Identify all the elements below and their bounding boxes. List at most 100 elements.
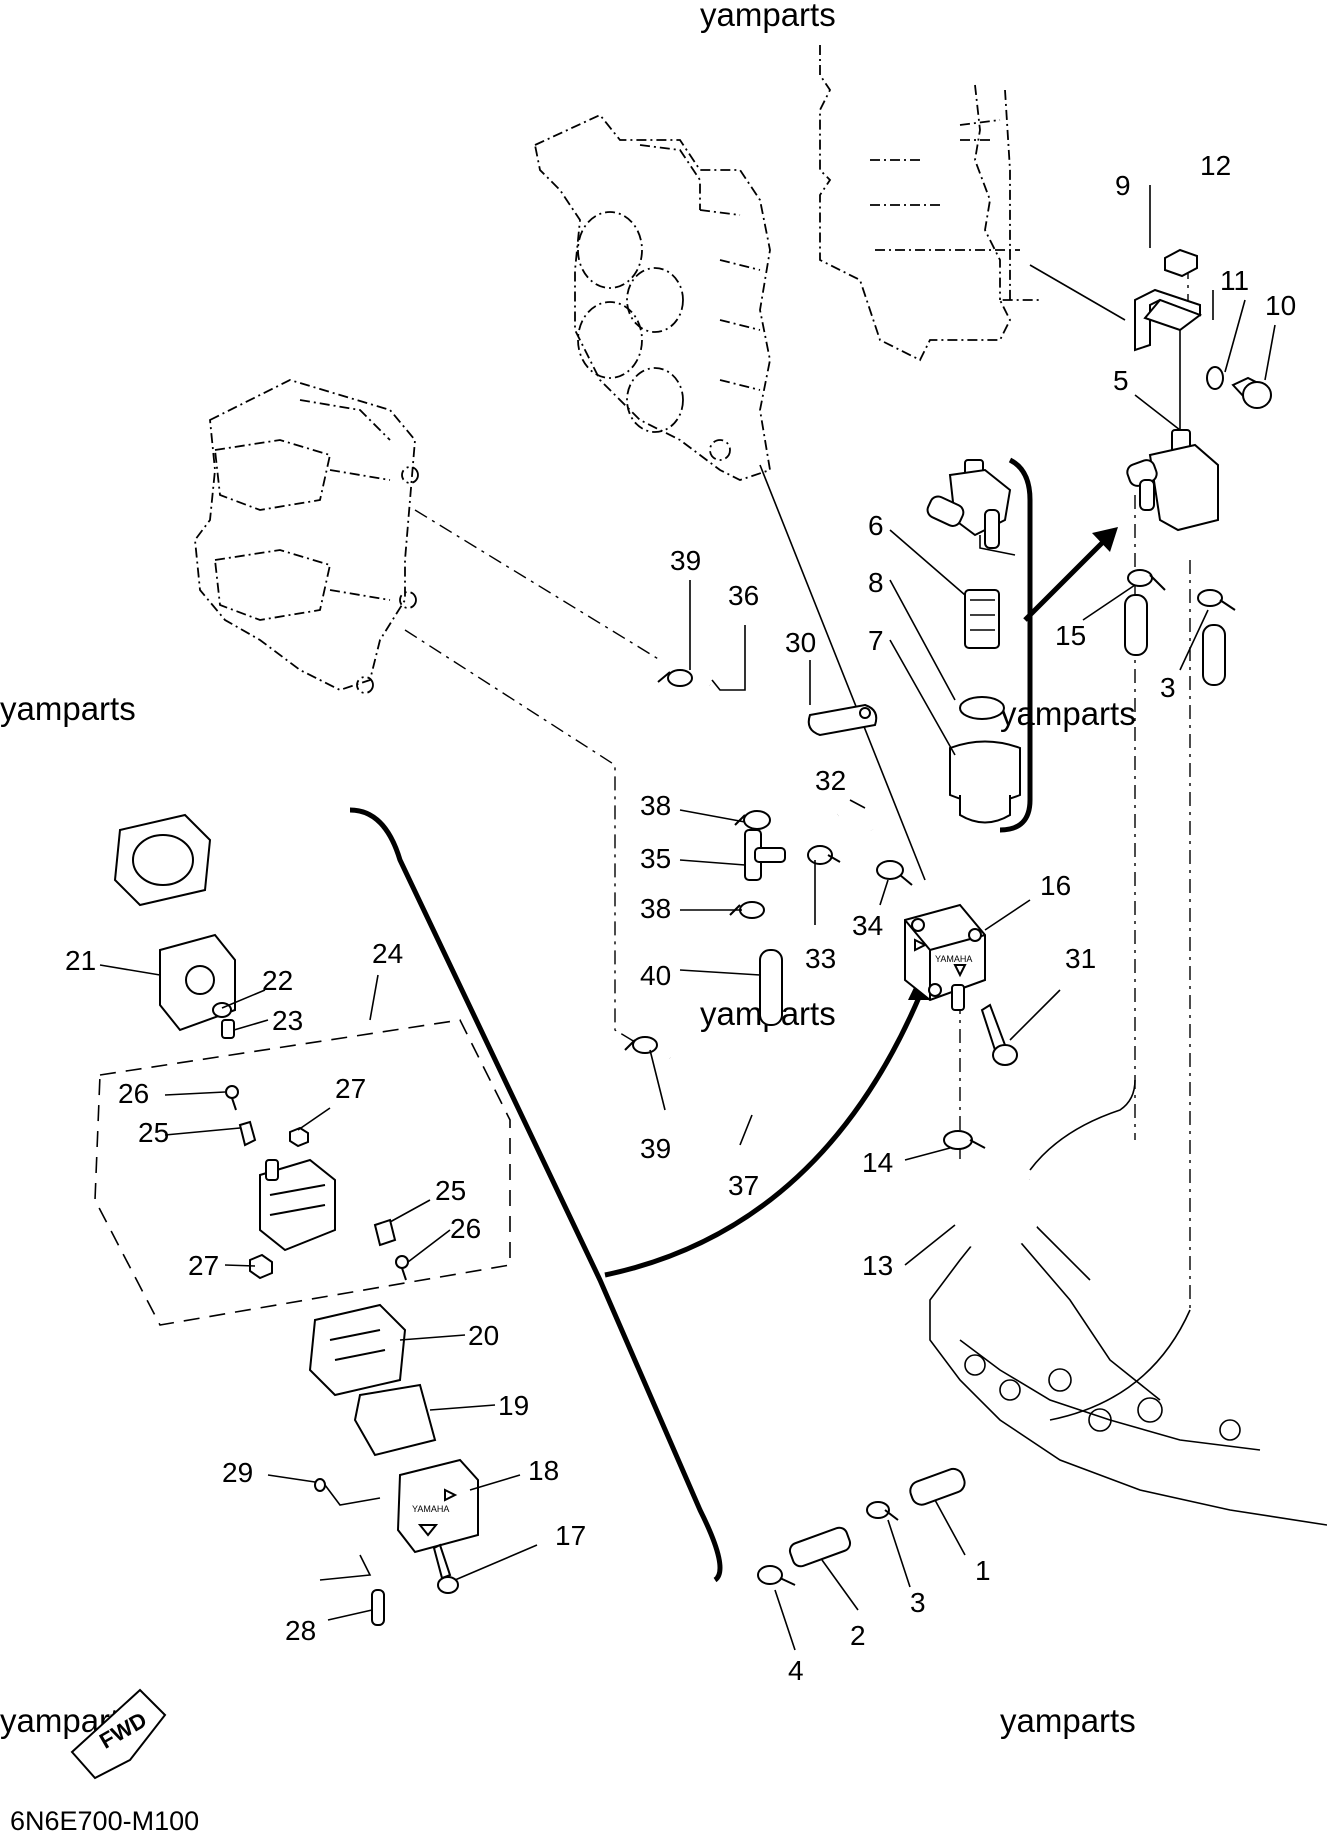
- callout-25: 25: [138, 1117, 169, 1148]
- callout-22: 22: [262, 965, 293, 996]
- part-spring[interactable]: [221, 1019, 235, 1039]
- callout-2: 2: [850, 1620, 866, 1651]
- callout-36: 36: [728, 580, 759, 611]
- callout-13: 13: [862, 1250, 893, 1281]
- callout-40: 40: [640, 960, 671, 991]
- part-fuel-pump[interactable]: YAMAHA: [904, 903, 986, 1011]
- watermark: yamparts: [1000, 1702, 1136, 1739]
- part-bolt[interactable]: [980, 1003, 1018, 1066]
- callout-33: 33: [805, 943, 836, 974]
- part-clamp[interactable]: [943, 1130, 986, 1150]
- hose-routing: [1049, 1309, 1191, 1421]
- cylinder-head-phantom: [533, 113, 772, 481]
- pump-brand-label: YAMAHA: [935, 954, 972, 964]
- part-screw[interactable]: [395, 1255, 409, 1281]
- part-clamp[interactable]: [807, 845, 841, 865]
- part-tee-fitting[interactable]: [744, 829, 786, 881]
- part-hose[interactable]: [1202, 624, 1226, 686]
- part-clamp[interactable]: [876, 860, 913, 886]
- part-check-valve[interactable]: [238, 1120, 257, 1147]
- callout-34: 34: [852, 910, 883, 941]
- part-hose-u-inner: [950, 1165, 1040, 1251]
- part-filter-cap[interactable]: [925, 459, 1012, 549]
- part-pipe[interactable]: [908, 1466, 968, 1507]
- hose-routing: [1029, 1079, 1136, 1171]
- forward-direction-arrow: FWD: [70, 1688, 167, 1780]
- callout-18: 18: [528, 1455, 559, 1486]
- part-clamp[interactable]: [657, 669, 693, 687]
- part-filter-element[interactable]: [964, 589, 1000, 649]
- callout-17: 17: [555, 1520, 586, 1551]
- group-separator-line: [349, 807, 723, 1583]
- callout-24: 24: [372, 938, 403, 969]
- callout-numbers: 1 2 3 3 4 5 6 7 8 9 10 11 12 13 14 15 16…: [65, 150, 1296, 1686]
- engine-block-phantom: [819, 45, 1040, 362]
- callout-11: 11: [1220, 265, 1249, 296]
- arrow-to-pump: [604, 994, 923, 1278]
- callout-21: 21: [65, 945, 96, 976]
- part-screw[interactable]: [432, 1543, 459, 1594]
- part-clamp[interactable]: [1197, 589, 1236, 611]
- watermark: yamparts: [0, 690, 136, 727]
- part-elbow-inner: [835, 803, 881, 832]
- part-o-ring[interactable]: [959, 696, 1005, 720]
- part-bracket[interactable]: [1134, 288, 1203, 352]
- callout-14: 14: [862, 1147, 893, 1178]
- callout-leaders: [99, 185, 1276, 1651]
- callout-27: 27: [335, 1073, 366, 1104]
- part-hose[interactable]: [1124, 594, 1148, 656]
- part-check-valve[interactable]: [373, 1218, 397, 1247]
- callout-35: 35: [640, 843, 671, 874]
- pump-brand-label: YAMAHA: [412, 1504, 449, 1514]
- part-diaphragm[interactable]: [353, 1383, 437, 1457]
- callout-6: 6: [868, 510, 884, 541]
- callout-10: 10: [1265, 290, 1296, 321]
- lower-casing-phantom: [929, 1179, 1327, 1526]
- part-washer[interactable]: [1206, 366, 1224, 390]
- callout-9: 9: [1115, 170, 1131, 201]
- part-screw[interactable]: [225, 1085, 239, 1111]
- part-clamp[interactable]: [624, 1036, 658, 1054]
- part-gasket[interactable]: [807, 703, 878, 737]
- callout-39: 39: [670, 545, 701, 576]
- callout-25: 25: [435, 1175, 466, 1206]
- arrow-head: [1092, 527, 1118, 552]
- watermark: yamparts: [1000, 695, 1136, 732]
- callout-12: 12: [1200, 150, 1231, 181]
- part-pin[interactable]: [314, 1478, 326, 1492]
- callout-32: 32: [815, 765, 846, 796]
- part-pump-body[interactable]: [259, 1158, 336, 1252]
- part-filter-cup[interactable]: [949, 740, 1021, 824]
- part-fuel-filter-assembly[interactable]: [1125, 429, 1219, 532]
- callout-4: 4: [788, 1655, 804, 1686]
- part-gasket[interactable]: [308, 1303, 407, 1397]
- part-joint[interactable]: [788, 1525, 853, 1568]
- part-nut[interactable]: [289, 1126, 309, 1148]
- part-clamp[interactable]: [734, 810, 771, 830]
- part-hose[interactable]: [759, 949, 783, 1026]
- part-clamp[interactable]: [757, 1565, 796, 1586]
- callout-28: 28: [285, 1615, 316, 1646]
- part-pin[interactable]: [371, 1589, 385, 1626]
- part-nut[interactable]: [1164, 248, 1198, 278]
- callout-19: 19: [498, 1390, 529, 1421]
- drawing-code: 6N6E700-M100: [10, 1806, 199, 1836]
- filter-bracket-line: [999, 457, 1033, 833]
- callout-30: 30: [785, 627, 816, 658]
- part-hose-inner: [665, 1035, 779, 1105]
- routing-lines: [404, 264, 1191, 1310]
- arrow-to-filter: [1023, 538, 1107, 622]
- callout-8: 8: [868, 567, 884, 598]
- part-pump-cover[interactable]: YAMAHA: [396, 1458, 479, 1554]
- part-clamp[interactable]: [1127, 569, 1166, 591]
- callout-16: 16: [1040, 870, 1071, 901]
- part-nut[interactable]: [249, 1253, 273, 1280]
- part-bolt[interactable]: [1231, 376, 1272, 409]
- part-gasket[interactable]: [113, 813, 212, 907]
- callout-3: 3: [910, 1587, 926, 1618]
- callout-31: 31: [1065, 943, 1096, 974]
- callout-1: 1: [975, 1555, 991, 1586]
- callout-27: 27: [188, 1250, 219, 1281]
- carburetor-assembly-phantom: [194, 379, 419, 694]
- part-clamp[interactable]: [866, 1501, 899, 1521]
